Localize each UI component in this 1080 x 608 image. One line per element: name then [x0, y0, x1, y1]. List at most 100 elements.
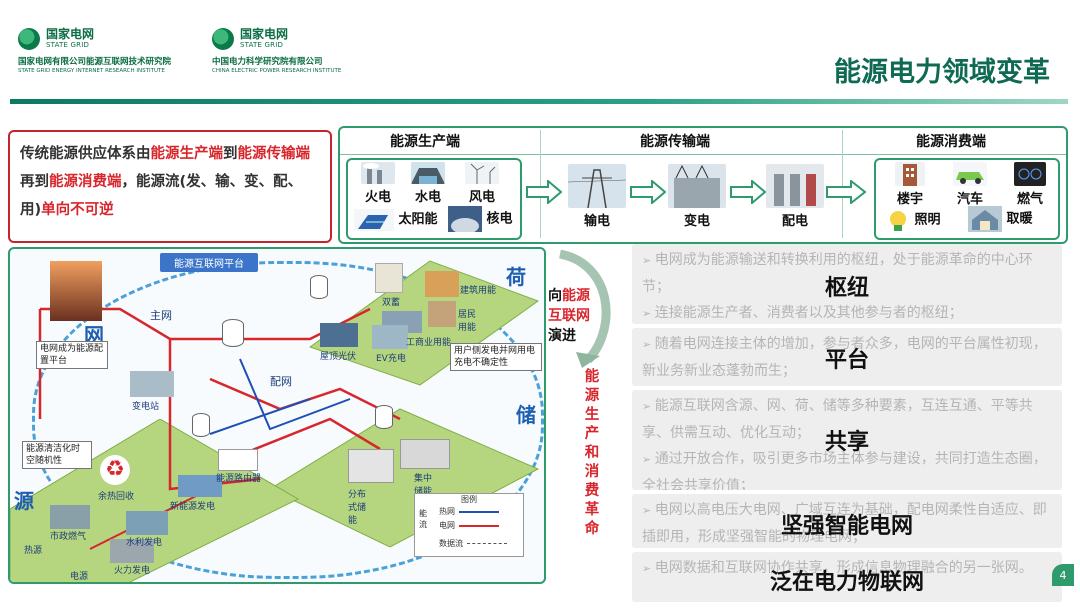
thermal-power-label: 火电	[364, 190, 391, 205]
grid-note: 电网成为能源配置平台	[36, 341, 108, 369]
distribution-item: 配电	[764, 164, 826, 229]
solar-power-label: 太阳能	[398, 212, 438, 227]
evolution-red2: 互联网	[548, 308, 590, 324]
energy-internet-diagram: 能源互联网平台 ♻ 网 荷 储 源 主网 配网 电网成为能源配置平台 变电站 能…	[8, 247, 546, 584]
source-big-label: 源	[14, 489, 34, 513]
ev-charging-image	[372, 325, 408, 349]
legend-heat-line	[459, 510, 499, 513]
heating-label: 取暖	[1006, 211, 1033, 227]
legend-title: 图例	[461, 495, 477, 504]
building-item: 楼宇	[890, 162, 930, 207]
load-big-label: 荷	[506, 265, 526, 289]
card-platform-keyword: 平台	[824, 348, 869, 373]
card-sharing-line1: 能源互联网含源、网、荷、储等多种要素，互连互通、平等共享、供需互动、优化互动；	[642, 393, 1056, 446]
substation-image	[130, 371, 174, 397]
chain-header-transmission: 能源传输端	[640, 134, 710, 150]
card-strong-grid-keyword: 坚强智能电网	[780, 514, 913, 539]
dual-storage-image	[375, 263, 403, 293]
central-storage-label: 集中储能	[414, 474, 433, 497]
building-image	[425, 271, 459, 297]
resident-image	[428, 301, 456, 327]
page-number: 4	[1052, 564, 1074, 586]
building-label: 建筑用能	[460, 286, 497, 296]
distributed-storage-label: 分布式储能	[348, 490, 367, 526]
thermal-label: 火力发电	[114, 566, 151, 576]
logo1-org-en: STATE GRID ENERGY INTERNET RESEARCH INST…	[18, 68, 165, 74]
vertical-revolution-text: 能源生产和消费革命	[584, 369, 600, 537]
gas-stove-icon	[1014, 162, 1046, 186]
distribution-equipment-icon	[766, 164, 824, 208]
chain-header-production: 能源生产端	[390, 134, 460, 150]
rooftop-pv-image	[320, 323, 358, 347]
intro-p3: 再到	[20, 174, 49, 190]
chain-header-consumption: 能源消费端	[916, 134, 986, 150]
diagram-ring	[32, 261, 544, 579]
chain-col-divider	[842, 130, 843, 238]
grid-note-text: 电网成为能源配置平台	[40, 344, 104, 366]
arrow-right-icon	[826, 180, 866, 204]
intro-r4: 单向不可逆	[41, 202, 114, 218]
storage-big-label: 储	[516, 403, 536, 427]
thermal-plant-icon	[361, 162, 395, 184]
lighting-label: 照明	[914, 212, 941, 228]
logo1-org: 国家电网有限公司能源互联网技术研究院	[18, 57, 172, 67]
card-sharing-keyword: 共享	[824, 430, 869, 455]
card-iot: 电网数据和互联网协作共享，形成信息物理融合的另一张网。 泛在电力物联网	[632, 552, 1062, 602]
card-iot-keyword: 泛在电力物联网	[769, 570, 924, 595]
state-grid-logo-1: 国家电网 STATE GRID 国家电网有限公司能源互联网技术研究院 STATE…	[18, 28, 171, 75]
evolution-text: 向能源 互联网 演进	[548, 286, 608, 346]
gas-item: 燃气	[1008, 162, 1052, 207]
distributed-storage-image	[348, 449, 394, 483]
heat-source-label: 热源	[24, 546, 43, 556]
heating-item: 取暖	[968, 206, 1058, 232]
card-sharing: 能源互联网含源、网、荷、储等多种要素，互连互通、平等共享、供需互动、优化互动； …	[632, 390, 1062, 490]
substation-icon	[668, 164, 726, 208]
legend-heat: 热网	[439, 507, 455, 516]
dist-grid-label: 配网	[270, 375, 292, 388]
legend-power-line	[459, 524, 499, 527]
wind-power-label: 风电	[468, 190, 495, 205]
card-platform-line1: 随着电网连接主体的增加，参与者众多，电网的平台属性初现，新业务新业态蓬勃而生；	[642, 331, 1056, 384]
chain-divider	[340, 154, 1066, 155]
wind-power-item: 风电	[460, 162, 504, 205]
power-source-label: 电源	[70, 572, 89, 582]
gas-label: 市政燃气	[50, 532, 87, 542]
distribution-label: 配电	[781, 214, 808, 229]
transmission-label: 输电	[583, 214, 610, 229]
user-note-text: 用户侧发电并网用电充电不确定性	[454, 346, 536, 368]
car-icon	[953, 162, 987, 186]
card-hub-line2: 连接能源生产者、消费者以及其他参与者的枢纽；	[642, 300, 1056, 324]
transmission-item: 输电	[566, 164, 628, 229]
logo2-cn: 国家电网	[240, 27, 289, 41]
building-label: 楼宇	[896, 192, 923, 207]
arrow-right-icon	[526, 180, 562, 204]
evolution-line3: 演进	[548, 328, 576, 344]
production-group: 火电 水电 风电 太阳能 核电	[346, 158, 522, 240]
chain-col-divider	[540, 130, 541, 238]
intro-r2: 能源传输端	[237, 146, 311, 162]
storage-tank-icon	[310, 275, 328, 299]
clean-note: 能源清洁化时空随机性	[22, 441, 92, 469]
waste-label: 余热回收	[98, 492, 135, 502]
hydro-image	[126, 511, 168, 535]
gas-image	[50, 505, 90, 529]
logo1-cn: 国家电网	[46, 27, 95, 41]
evolution-pre: 向	[548, 288, 562, 304]
page-title: 能源电力领域变革	[834, 57, 1050, 88]
thermal-power-item: 火电	[358, 162, 398, 205]
user-note: 用户侧发电并网用电充电不确定性	[450, 343, 542, 371]
industry-label: 工商业用能	[406, 338, 452, 348]
storage-tank-icon	[192, 413, 210, 437]
gas-label: 燃气	[1016, 192, 1043, 207]
heating-icon	[968, 206, 1002, 232]
card-strong-grid: 电网以高电压大电网、广域互连为基础，配电网柔性自适应、即插即用，形成坚强智能的物…	[632, 494, 1062, 548]
arrow-right-icon	[730, 180, 766, 204]
intro-p2: 到	[223, 146, 238, 162]
lighting-item: 照明	[886, 208, 970, 232]
intro-text-box: 传统能源供应体系由能源生产端到能源传输端再到能源消费端，能源流(发、输、变、配、…	[8, 130, 332, 243]
legend-info-line	[467, 543, 507, 544]
curved-arrow-icon	[558, 249, 611, 368]
card-hub: 电网成为能源输送和转换利用的枢纽，处于能源革命的中心环节； 连接能源生产者、消费…	[632, 244, 1062, 324]
wind-turbine-icon	[465, 162, 499, 184]
intro-r1: 能源生产端	[150, 146, 224, 162]
